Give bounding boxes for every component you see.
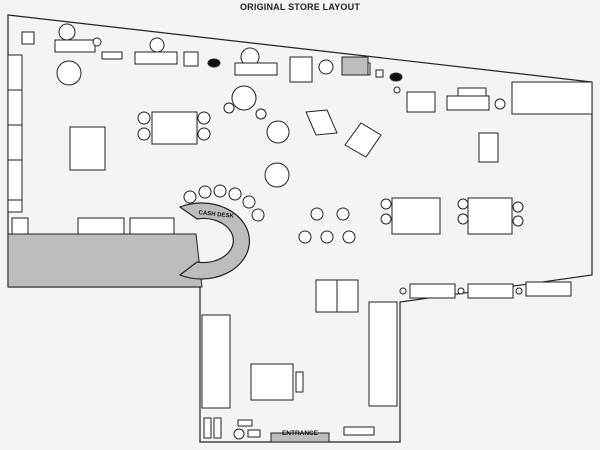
stool (183, 190, 197, 204)
rack (446, 95, 490, 111)
angled-display (305, 109, 338, 136)
stool (512, 215, 524, 227)
round-table (56, 60, 82, 86)
wall-shelf-left (7, 54, 23, 201)
fixture-small-box (295, 371, 304, 393)
stool (512, 201, 524, 213)
round-table (342, 230, 356, 244)
wall-shelf (409, 283, 456, 299)
stool (457, 213, 469, 225)
round-table (149, 37, 165, 53)
stool (457, 198, 469, 210)
stool (457, 287, 465, 295)
fixture-small-box (375, 69, 384, 78)
stool (198, 185, 212, 199)
round-table (266, 120, 290, 144)
dark-fixture (207, 58, 221, 68)
rack (101, 51, 123, 60)
stool (213, 184, 227, 198)
stool (251, 208, 265, 222)
rack (234, 62, 278, 76)
stool (399, 287, 407, 295)
fixture-box (183, 51, 199, 67)
diagram-title: ORIGINAL STORE LAYOUT (239, 2, 361, 12)
stool (380, 198, 392, 210)
round-table (137, 127, 151, 141)
angled-display (344, 122, 382, 158)
fixture-small-box (343, 426, 375, 436)
round-table (494, 98, 506, 110)
wall-unit-right (511, 81, 593, 115)
fixture-box (289, 56, 313, 83)
counter-cabinet (77, 217, 125, 235)
wall-shelf (467, 283, 514, 299)
wall-shelf-small (7, 199, 23, 213)
entrance-mat (270, 432, 330, 443)
dining-table (467, 197, 513, 235)
corridor-shelf-left (201, 314, 231, 409)
stool (242, 195, 256, 209)
round-table (336, 207, 350, 221)
stool (515, 287, 523, 295)
fixture-small-box (203, 417, 212, 439)
fixture-small-box (213, 417, 222, 439)
corridor-shelf-right (368, 301, 398, 407)
entrance-label: ENTRANCE (282, 430, 319, 437)
rack (54, 39, 96, 53)
round-table (137, 111, 151, 125)
round-table (92, 37, 102, 47)
dark-fixture (389, 72, 403, 82)
dining-table (391, 197, 441, 235)
rack (134, 51, 178, 65)
fixture-small-box (247, 429, 261, 438)
fixture-small-box (237, 419, 253, 427)
cash-desk-label: CASH DESK (198, 210, 234, 220)
display-table (69, 126, 106, 171)
wall-shelf (525, 281, 572, 297)
round-table (320, 230, 334, 244)
rack (457, 87, 487, 97)
round-table (58, 23, 76, 41)
counter-cabinet (11, 217, 29, 235)
round-table (264, 162, 290, 188)
round-table (223, 102, 235, 114)
round-table (231, 85, 257, 111)
stool (380, 213, 392, 225)
round-table (197, 127, 211, 141)
fixture-box (406, 91, 436, 113)
display-table (478, 132, 499, 163)
round-table (197, 111, 211, 125)
counter-cabinet (129, 217, 175, 235)
round-table (318, 59, 334, 75)
service-counter (7, 233, 203, 288)
stool (233, 428, 245, 440)
display-table (151, 111, 198, 145)
round-table (310, 207, 324, 221)
counter-fill (341, 56, 369, 76)
fixture-small-box (21, 31, 35, 45)
cash-desk (178, 202, 251, 280)
stool (228, 187, 242, 201)
round-table (393, 86, 401, 94)
round-table (255, 108, 267, 120)
display-table (250, 363, 294, 401)
round-table (298, 230, 312, 244)
